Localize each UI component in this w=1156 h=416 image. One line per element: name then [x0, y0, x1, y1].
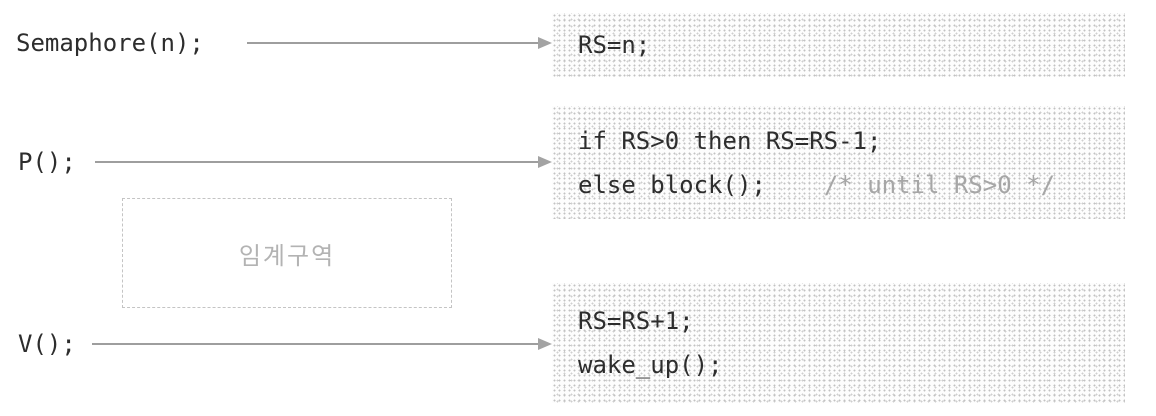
- critical-section-box: 임계구역: [122, 198, 452, 308]
- code-line: RS=n;: [578, 23, 1125, 67]
- arrow-shaft: [95, 161, 538, 163]
- code-line: wake_up();: [578, 343, 1125, 387]
- code-text: if RS>0 then RS=RS-1;: [578, 126, 882, 155]
- arrow-shaft: [92, 343, 538, 345]
- arrow-v-to-code: [92, 338, 552, 350]
- codebox-v-operation: RS=RS+1; wake_up();: [552, 283, 1125, 403]
- label-semaphore-declaration: Semaphore(n);: [16, 29, 204, 57]
- code-line: else block(); /* until RS>0 */: [578, 163, 1125, 207]
- label-v-operation: V();: [18, 330, 76, 358]
- codebox-p-operation: if RS>0 then RS=RS-1; else block(); /* un…: [552, 106, 1125, 219]
- code-text: wake_up();: [578, 351, 723, 379]
- code-text: RS=n;: [578, 31, 651, 59]
- code-line: if RS>0 then RS=RS-1;: [578, 119, 1125, 163]
- code-text: RS=RS+1;: [578, 307, 694, 335]
- arrow-head-icon: [538, 338, 552, 350]
- critical-section-label: 임계구역: [238, 241, 336, 270]
- label-p-operation: P();: [18, 148, 76, 176]
- code-comment-text: /* until RS>0 */: [823, 170, 1056, 199]
- arrow-p-to-code: [95, 156, 552, 168]
- codebox-semaphore-init: RS=n;: [552, 13, 1125, 77]
- arrow-head-icon: [538, 37, 552, 49]
- arrow-shaft: [247, 42, 538, 44]
- arrow-head-icon: [538, 156, 552, 168]
- code-text: else block();: [578, 170, 766, 199]
- code-line: RS=RS+1;: [578, 299, 1125, 343]
- arrow-semaphore-to-init: [247, 37, 552, 49]
